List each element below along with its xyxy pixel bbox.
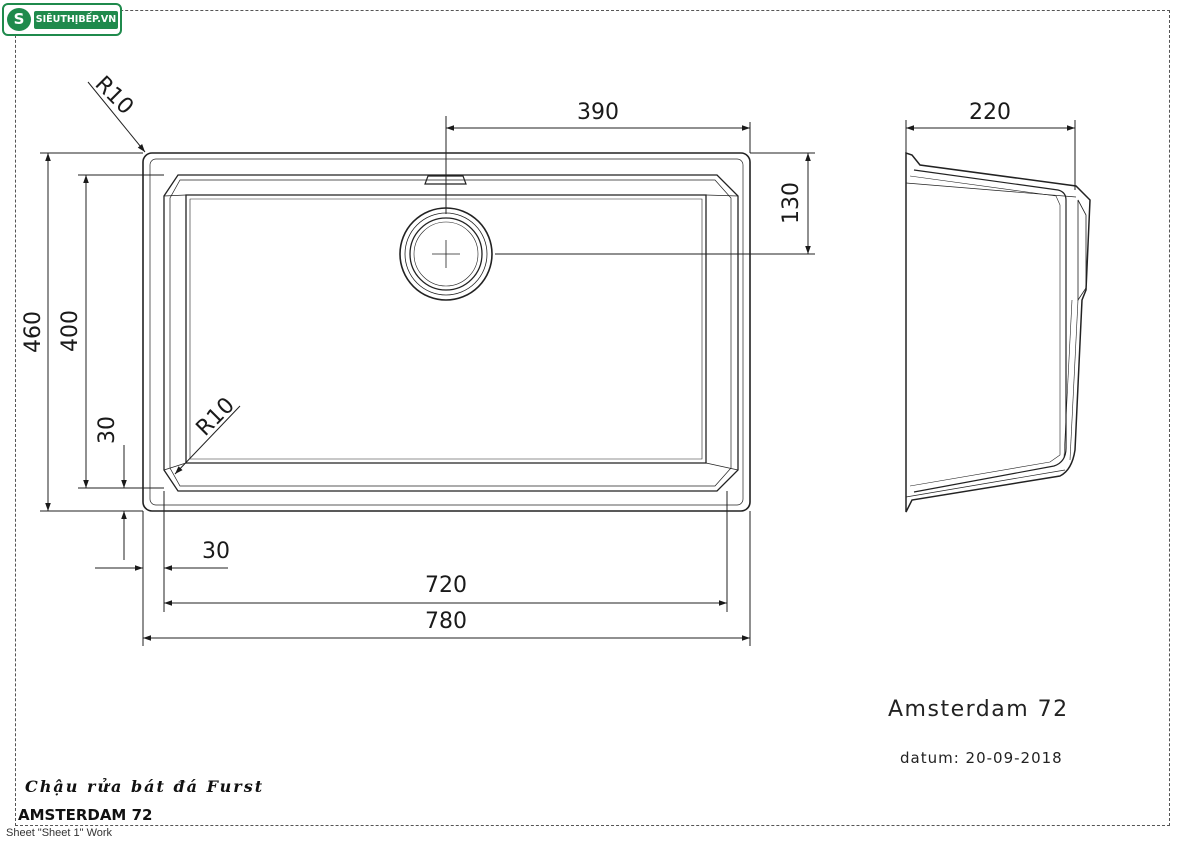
logo-mark-icon: S [7,8,31,31]
label-r10-inner: R10 [192,393,240,441]
sink-bowl-rim [163,174,739,492]
label-30-vertical: 30 [95,416,120,444]
label-130: 130 [779,182,804,224]
label-r10-top: R10 [90,72,138,120]
drain-inner [409,217,483,291]
sink-bowl-bottom [185,194,707,464]
sheet-line: Sheet "Sheet 1" Work [6,827,113,839]
sink-bowl-bottom-inner [189,198,703,460]
date-line: datum: 20-09-2018 [900,749,1063,767]
label-30-horizontal: 30 [202,539,230,564]
label-220: 220 [969,100,1011,125]
label-720: 720 [425,573,467,598]
label-400: 400 [58,310,83,352]
label-460: 460 [21,311,46,353]
sink-side-view [905,151,1091,513]
model-code: AMSTERDAM 72 [18,806,153,824]
side-flange-detail [1077,199,1087,302]
dimension-lines [40,81,1076,646]
model-title: Amsterdam 72 [888,697,1069,722]
corner-bevel-tl [163,194,187,197]
brand-logo[interactable]: S SIÊUTHỊBẾP.VN [2,3,122,36]
label-390: 390 [577,100,619,125]
product-line: Chậu rửa bát đá Furst [25,777,265,796]
logo-text: SIÊUTHỊBẾP.VN [34,11,118,29]
side-inner-wall-thin [909,175,1061,487]
drawing-border [15,10,1170,826]
sink-top-view [142,152,751,512]
corner-bevel-tr [705,194,739,197]
overflow-slot [424,175,467,185]
dimension-labels: R10 R10 390 220 130 460 400 30 30 720 78… [21,72,1011,634]
drain-core [413,221,479,287]
side-outer-profile [905,151,1091,513]
label-780: 780 [425,609,467,634]
sink-bowl-rim-inner [169,179,732,487]
side-inner-wall [913,169,1067,493]
corner-bevel-br [705,462,739,471]
